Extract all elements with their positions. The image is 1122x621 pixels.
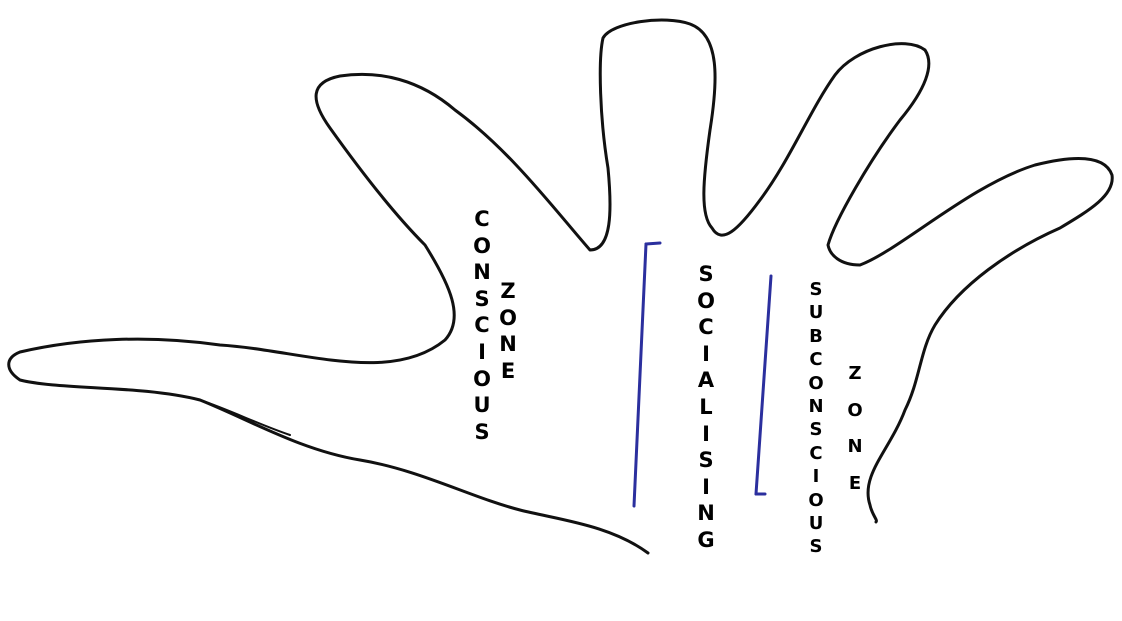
label-letter: Z	[848, 356, 861, 393]
label-letter: C	[474, 206, 489, 233]
label-letter: O	[499, 305, 517, 332]
label-letter: O	[808, 372, 823, 395]
label-letter: B	[809, 325, 823, 348]
label-letter: I	[702, 474, 710, 501]
label-letter: S	[810, 278, 823, 301]
label-letter: N	[697, 500, 715, 527]
hand-outline-path	[9, 20, 1112, 553]
label-letter: N	[499, 331, 517, 358]
label-letter: E	[501, 358, 515, 385]
palm-crease-lower	[200, 400, 290, 435]
label-letter: N	[473, 259, 491, 286]
divider-line-right	[756, 276, 771, 494]
label-letter: U	[473, 392, 490, 419]
label-letter: O	[473, 366, 491, 393]
label-letter: S	[698, 261, 713, 288]
label-letter: S	[474, 286, 489, 313]
divider-line-left-hook	[646, 243, 660, 244]
label-letter: L	[699, 394, 712, 421]
label-letter: G	[697, 527, 714, 554]
label-letter: C	[698, 314, 713, 341]
label-letter: E	[849, 466, 861, 503]
label-letter: U	[809, 512, 824, 535]
label-letter: S	[810, 535, 823, 558]
label-letter: O	[697, 288, 715, 315]
label-letter: C	[809, 442, 822, 465]
label-letter: Z	[500, 278, 515, 305]
label-letter: A	[698, 367, 714, 394]
label-letter: I	[702, 421, 710, 448]
label-letter: N	[847, 429, 862, 466]
label-letter: C	[474, 312, 489, 339]
label-letter: O	[808, 489, 823, 512]
label-letter: O	[473, 233, 491, 260]
label-letter: S	[474, 419, 489, 446]
divider-line-left	[634, 244, 646, 506]
label-letter: O	[847, 393, 862, 430]
label-letter: I	[478, 339, 486, 366]
label-letter: N	[808, 395, 823, 418]
label-letter: I	[702, 341, 710, 368]
label-letter: U	[809, 301, 824, 324]
label-letter: S	[810, 418, 823, 441]
label-letter: I	[813, 465, 820, 488]
label-letter: C	[809, 348, 822, 371]
label-letter: S	[698, 447, 713, 474]
